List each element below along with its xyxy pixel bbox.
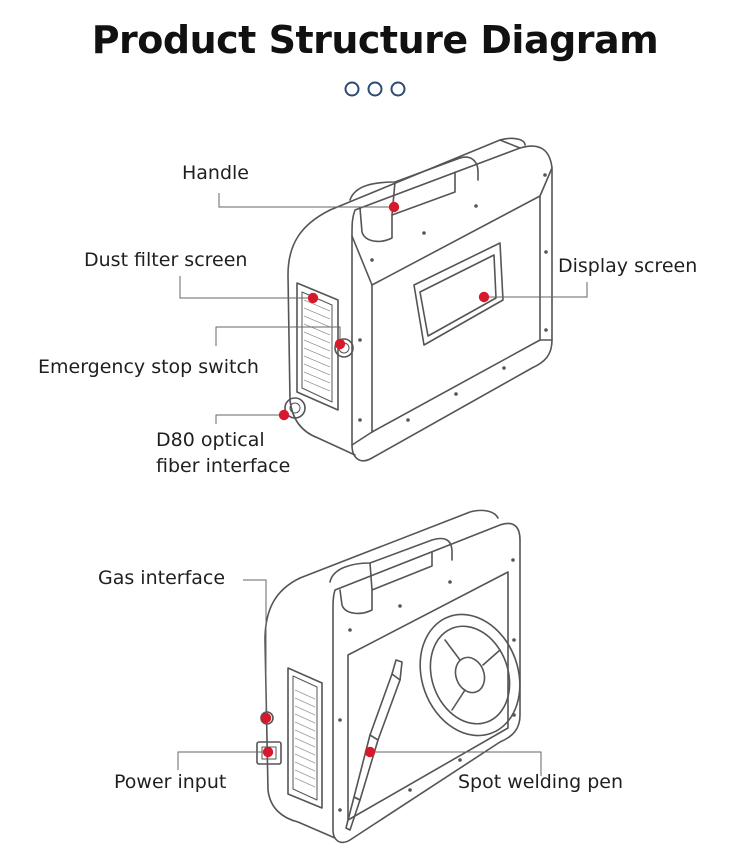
gas-callout-dot (260, 712, 272, 724)
display-callout-dot (478, 291, 490, 303)
top-machine-side-vent (296, 282, 339, 411)
vent-hatching (294, 299, 331, 788)
bottom-machine-handle (329, 537, 453, 615)
label-spot-welding-pen: Spot welding pen (458, 771, 624, 793)
label-power-input: Power input (114, 771, 227, 793)
bottom-machine-side-vent (287, 667, 323, 809)
pen-callout-line (370, 751, 542, 776)
decoration-circle (367, 81, 383, 97)
top-machine-fiber-port (284, 397, 306, 419)
top-machine-handle (349, 156, 479, 243)
handle-callout-dot (388, 201, 400, 213)
screw-dots (338, 173, 548, 812)
gas-callout-line (243, 579, 267, 718)
label-fiber-interface-line2: fiber interface (156, 455, 291, 477)
fiber-callout-line (215, 414, 284, 424)
display-callout-line (484, 282, 588, 298)
handle-callout-line (218, 193, 394, 208)
power-callout-dot (262, 746, 274, 758)
power-callout-line (177, 751, 268, 770)
bottom-machine-reel (419, 613, 521, 737)
label-fiber-interface-line1: D80 optical (156, 429, 265, 451)
dust-filter-callout-dot (307, 292, 319, 304)
fiber-callout-dot (278, 409, 290, 421)
pen-callout-dot (364, 746, 376, 758)
dust-filter-callout-line (179, 276, 313, 299)
bottom-machine-welding-pen (345, 659, 403, 831)
label-handle: Handle (182, 162, 250, 184)
estop-callout-dot (334, 338, 346, 350)
callout-dots (260, 201, 490, 758)
title-decoration-circles (344, 81, 406, 97)
callout-lines (177, 193, 588, 776)
label-display-screen: Display screen (558, 255, 698, 277)
decoration-circle (390, 81, 406, 97)
estop-callout-line (215, 326, 341, 346)
label-emergency-stop-switch: Emergency stop switch (38, 356, 259, 378)
top-machine-display (413, 242, 504, 346)
top-machine-body (287, 137, 553, 462)
page-title: Product Structure Diagram (91, 18, 659, 62)
label-dust-filter-screen: Dust filter screen (84, 249, 248, 271)
label-gas-interface: Gas interface (98, 567, 226, 589)
decoration-circle (344, 81, 360, 97)
